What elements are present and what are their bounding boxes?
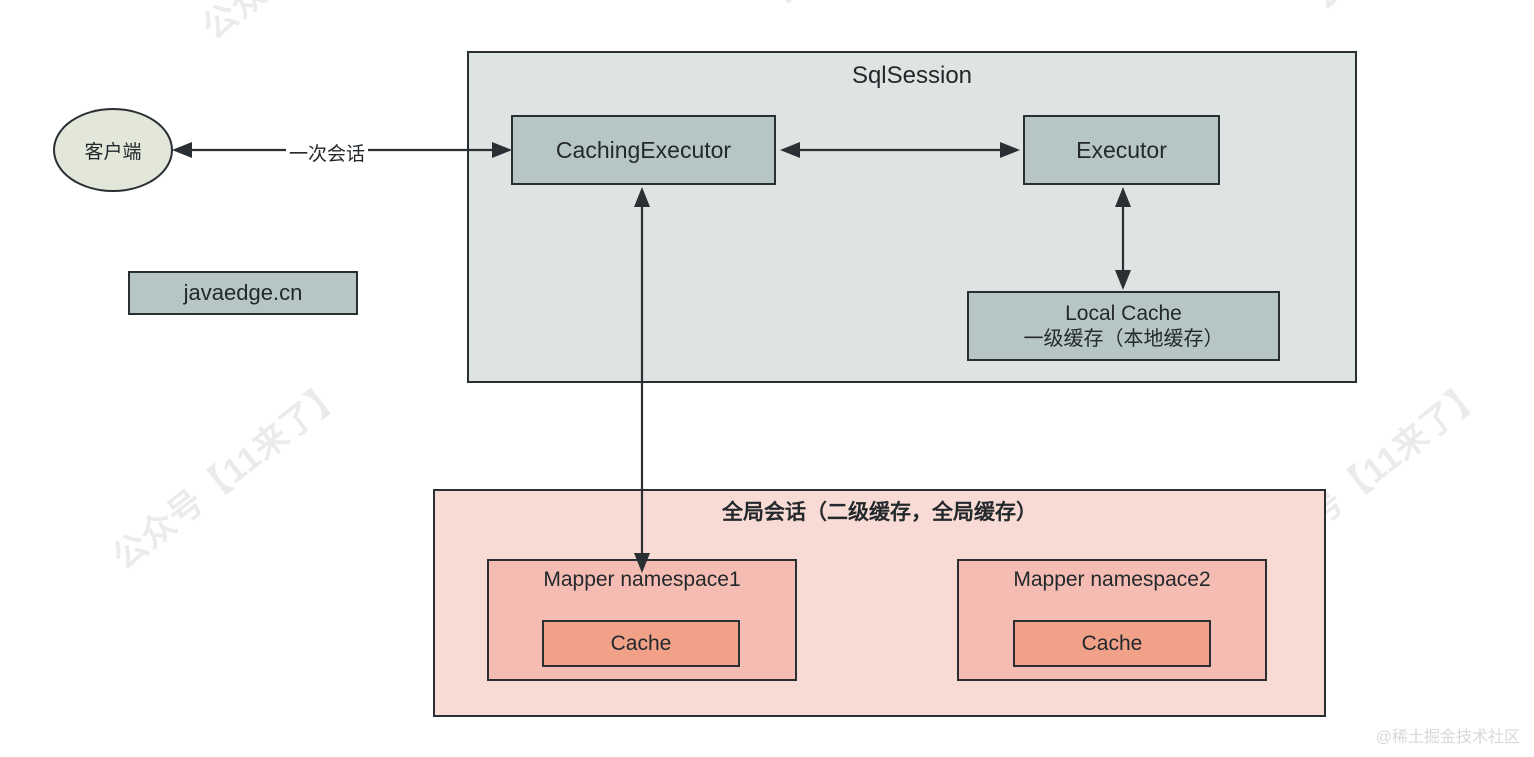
sqlsession-container: SqlSession [467, 51, 1357, 383]
executor-label: Executor [1076, 136, 1167, 163]
edge-caching-executor-to-executor [780, 142, 1020, 158]
credit-watermark: @稀土掘金技术社区 [1375, 729, 1520, 746]
cache-node-2[interactable]: Cache [1013, 620, 1211, 667]
cache-node-2-label: Cache [1081, 631, 1143, 655]
executor-node[interactable]: Executor [1023, 115, 1220, 185]
watermark-tile: 公众号【11来了】 [190, 0, 443, 49]
sqlsession-title: SqlSession [851, 62, 973, 89]
caching-executor-node[interactable]: CachingExecutor [511, 115, 776, 185]
client-node[interactable]: 客户端 [53, 108, 173, 192]
branding-badge: javaedge.cn [128, 271, 358, 315]
local-cache-label-en: Local Cache [1065, 302, 1182, 325]
branding-label: javaedge.cn [183, 279, 303, 305]
cache-node-1[interactable]: Cache [542, 620, 740, 667]
edge-caching-executor-to-namespace1 [634, 187, 650, 573]
mapper-namespace-1-label: Mapper namespace1 [543, 568, 741, 591]
edge-label-one-session: 一次会话 [286, 139, 369, 166]
cache-node-1-label: Cache [610, 631, 672, 655]
client-label: 客户端 [84, 141, 142, 163]
watermark-tile: 公众号【11来了】 [105, 372, 352, 578]
watermark-tile: 公众号【11来了】 [760, 0, 1013, 14]
caching-executor-label: CachingExecutor [555, 136, 732, 163]
edge-executor-to-local-cache [1115, 187, 1131, 290]
local-cache-label-cn: 一级缓存（本地缓存） [1023, 327, 1224, 350]
global-session-title: 全局会话（二级缓存，全局缓存） [722, 501, 1037, 524]
watermark-tile: 公众号【11来了】 [1300, 0, 1534, 19]
mapper-namespace-2-label: Mapper namespace2 [1013, 568, 1211, 591]
local-cache-node[interactable]: Local Cache 一级缓存（本地缓存） [967, 291, 1280, 361]
